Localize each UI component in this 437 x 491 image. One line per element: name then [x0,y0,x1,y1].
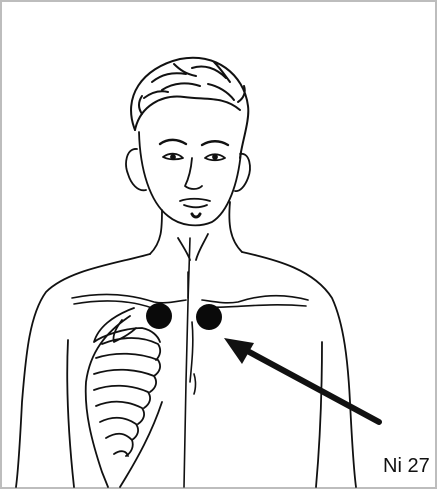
ni27-point-left [146,303,172,329]
sternum [184,238,196,487]
face [126,132,250,225]
clavicles [72,295,308,308]
hair [131,58,248,158]
acupoint-markers [146,303,222,330]
ni27-point-right [196,304,222,330]
rib-cage [86,308,162,487]
pointer-arrow [224,338,379,422]
torso-outline [16,202,356,487]
point-label: Ni 27 [383,455,430,478]
